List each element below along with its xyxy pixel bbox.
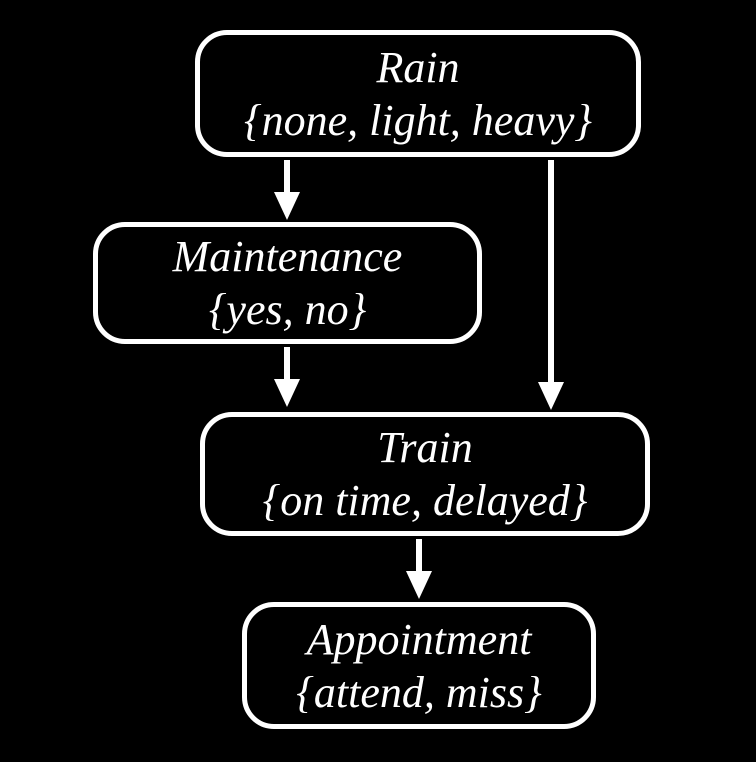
node-rain-label: Rain <box>376 42 460 92</box>
node-train-label: Train <box>377 423 473 472</box>
node-maintenance: Maintenance {yes, no} <box>93 222 482 344</box>
node-rain-values: {none, light, heavy} <box>244 95 592 145</box>
node-appointment: Appointment {attend, miss} <box>242 602 596 729</box>
node-train: Train {on time, delayed} <box>200 412 650 536</box>
node-maintenance-label: Maintenance <box>172 232 403 281</box>
node-train-values: {on time, delayed} <box>262 476 588 525</box>
edge-rain-to-maintenance-arrow <box>274 160 300 220</box>
node-maintenance-values: {yes, no} <box>208 285 367 334</box>
node-rain: Rain {none, light, heavy} <box>195 30 641 157</box>
node-appointment-label: Appointment <box>306 614 532 664</box>
edge-train-to-appointment-arrow <box>406 539 432 599</box>
edge-maintenance-to-train-arrow <box>274 347 300 407</box>
edge-rain-to-train-arrow <box>538 160 564 410</box>
node-appointment-values: {attend, miss} <box>296 667 542 717</box>
